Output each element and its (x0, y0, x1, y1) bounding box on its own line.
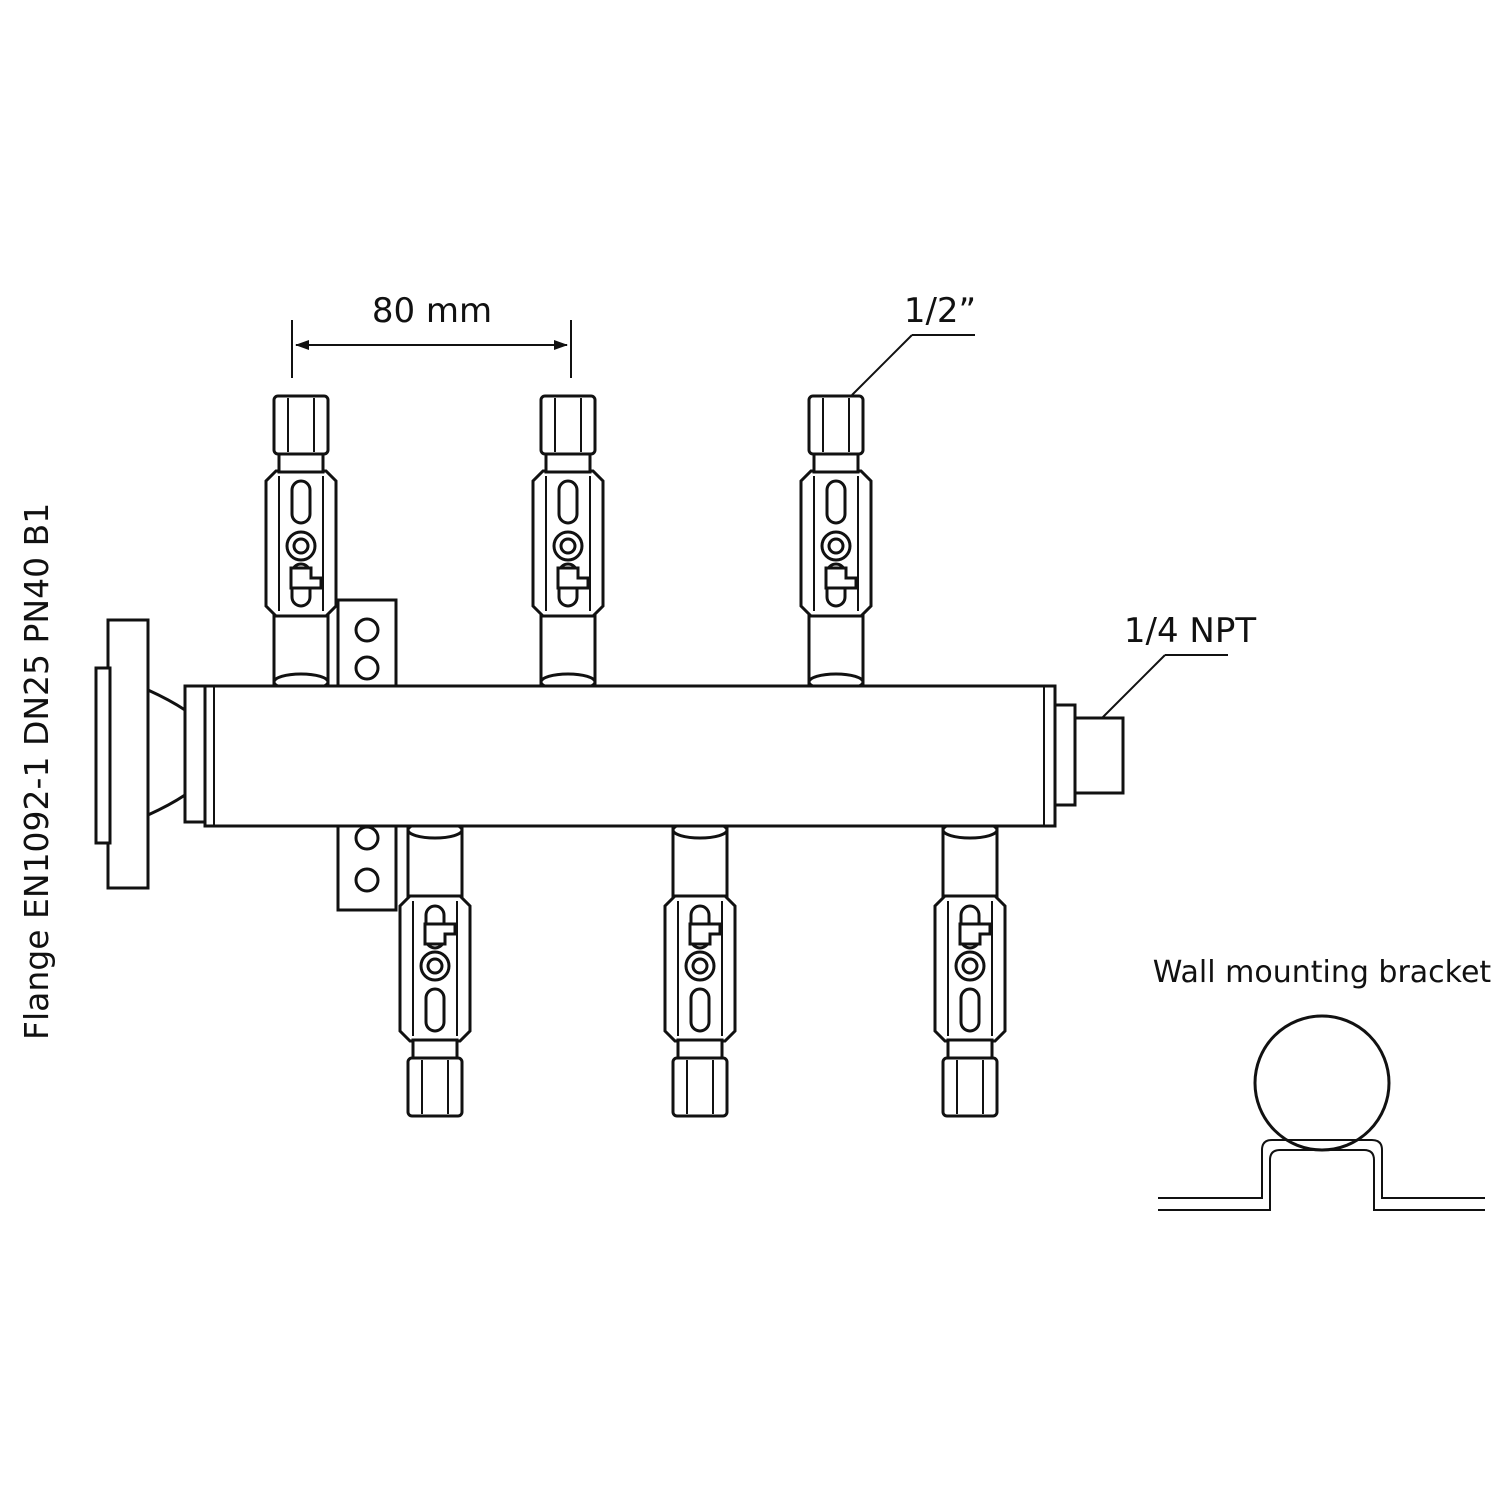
flange-label: Flange EN1092-1 DN25 PN40 B1 (17, 503, 56, 1040)
bottom-valve-3 (933, 820, 1007, 1118)
header-pipe (203, 684, 1057, 828)
end-port-callout: 1/4 NPT (1101, 611, 1256, 719)
spacing-dimension: 80 mm (291, 291, 572, 378)
bracket-detail (1158, 1014, 1485, 1211)
flange (94, 618, 207, 890)
top-valve-1 (264, 394, 338, 692)
bottom-valve-2 (663, 820, 737, 1118)
end-port-label: 1/4 NPT (1124, 611, 1256, 651)
outlet-size-callout: 1/2” (851, 291, 976, 396)
top-valve-2 (531, 394, 605, 692)
top-valve-3 (799, 394, 873, 692)
outlet-size-label: 1/2” (904, 291, 976, 331)
mounting-plate-bottom (336, 813, 398, 912)
mounting-plate-top (336, 598, 398, 692)
bracket-label: Wall mounting bracket (1153, 955, 1492, 990)
end-port-plug (1053, 703, 1125, 807)
bottom-valve-1 (398, 820, 472, 1118)
spacing-label: 80 mm (372, 291, 492, 331)
